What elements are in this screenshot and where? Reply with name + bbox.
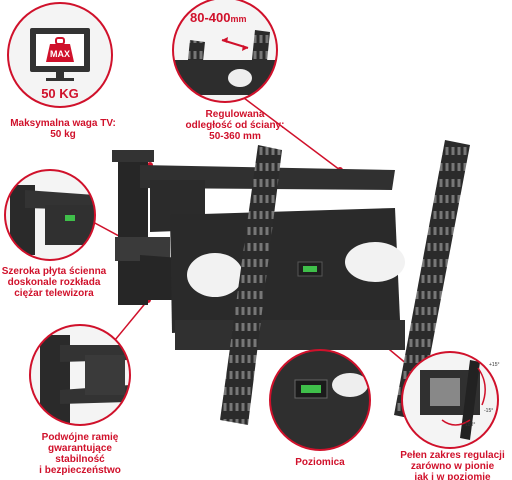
rotation-label: Pełen zakres regulacji zarówno w pionie … (400, 450, 505, 480)
vesa-detail (172, 0, 278, 103)
level-detail (269, 349, 371, 451)
level-label: Poziomica (295, 457, 345, 468)
weight-badge: MAX 50 KG (7, 2, 113, 108)
wall-plate-label: Szeroka płyta ścienna doskonale rozkłada… (1, 266, 107, 299)
vesa-range-label: 80-400mm (190, 10, 265, 25)
max-text: MAX (50, 49, 70, 59)
weight-text: 50 KG (41, 86, 79, 101)
vesa-range-unit: mm (230, 14, 247, 24)
vesa-range-value: 80-400 (190, 10, 231, 25)
tv-mount-main (112, 140, 470, 425)
wall-plate-detail (4, 169, 96, 261)
max-weight-label: Maksymalna waga TV: 50 kg (10, 118, 116, 140)
tilt-plus-label: +15° (489, 362, 499, 368)
double-arms-label: Podwójne ramię gwarantujące stabilność i… (39, 432, 121, 476)
swivel-label: 180° (465, 422, 475, 428)
tilt-minus-label: -15° (484, 408, 493, 414)
rotation-detail (401, 351, 499, 449)
double-arms-detail (29, 324, 131, 426)
wall-distance-label: Regulowana odległość od ściany: 50-360 m… (185, 109, 285, 142)
